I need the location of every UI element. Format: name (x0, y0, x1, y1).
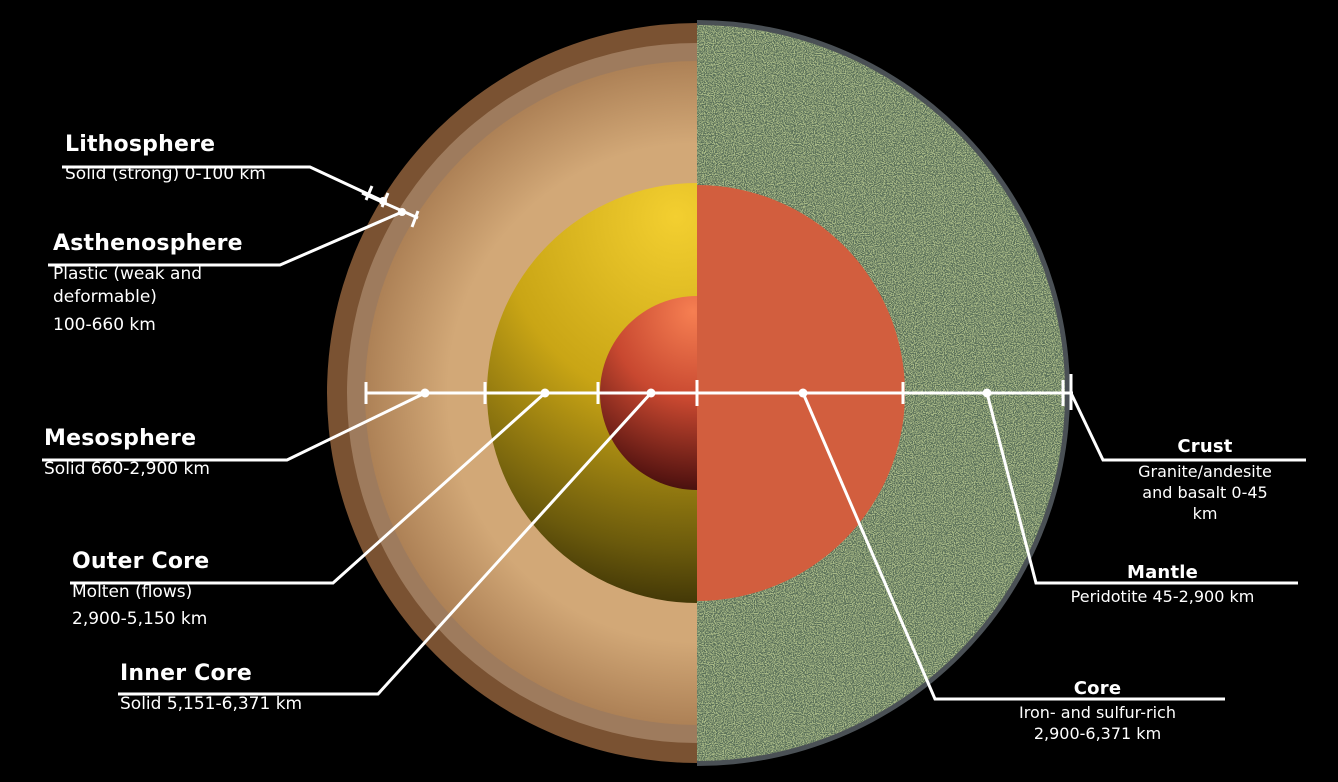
crust-title: Crust (1177, 436, 1233, 457)
mantle-title: Mantle (1126, 562, 1199, 583)
mesosphere-label: Mesosphere Solid 660-2,900 km (44, 426, 210, 481)
inner-core-title: Inner Core (120, 661, 252, 686)
depth-axis (364, 374, 1073, 410)
core-range: 2,900-6,371 km (1033, 724, 1162, 743)
asthenosphere-range: 100-660 km (53, 315, 156, 335)
outer-core-desc: Molten (flows) (72, 582, 193, 602)
inner-core-label: Inner Core Solid 5,151-6,371 km (120, 661, 302, 716)
right-leader-dots (798, 388, 992, 398)
left-leader-lines (42, 165, 653, 696)
crust-desc-3: km (1192, 504, 1218, 523)
outer-core-leader (70, 391, 547, 585)
mantle-label: Mantle Peridotite 45-2,900 km (1040, 562, 1285, 607)
core-leader (801, 392, 1225, 701)
core-label: Core Iron- and sulfur-rich 2,900-6,371 k… (985, 678, 1210, 744)
asthenosphere-title: Asthenosphere (53, 231, 243, 256)
outer-core-range: 2,900-5,150 km (72, 609, 208, 629)
left-leader-dots (379, 197, 656, 398)
asthenosphere-desc-1: Plastic (weak and (53, 264, 203, 284)
lithosphere-desc: Solid (strong) 0-100 km (65, 164, 266, 184)
outer-core-title: Outer Core (72, 549, 210, 574)
mesosphere-title: Mesosphere (44, 426, 197, 451)
crust-desc-1: Granite/andesite (1138, 462, 1272, 481)
crust-desc-2: and basalt 0-45 (1142, 483, 1268, 502)
core-title: Core (1073, 678, 1122, 699)
asthenosphere-label: Asthenosphere Plastic (weak and deformab… (53, 231, 243, 337)
right-leader-lines (801, 392, 1306, 701)
asthenosphere-leader (48, 210, 403, 267)
lithosphere-label: Lithosphere Solid (strong) 0-100 km (65, 132, 266, 186)
mesosphere-desc: Solid 660-2,900 km (44, 459, 210, 479)
mantle-leader (985, 392, 1298, 585)
lithosphere-leader (62, 165, 384, 203)
crust-label: Crust Granite/andesite and basalt 0-45 k… (1105, 436, 1305, 524)
inner-core-desc: Solid 5,151-6,371 km (120, 694, 303, 714)
core-desc: Iron- and sulfur-rich (1019, 703, 1176, 722)
mesosphere-leader (42, 391, 426, 462)
mantle-desc: Peridotite 45-2,900 km (1070, 587, 1255, 606)
inner-core-leader (118, 391, 653, 696)
asthenosphere-desc-2: deformable) (53, 287, 157, 307)
lithosphere-title: Lithosphere (65, 132, 216, 157)
outer-core-label: Outer Core Molten (flows) 2,900-5,150 km (72, 549, 209, 631)
crust-leader (1069, 392, 1306, 462)
